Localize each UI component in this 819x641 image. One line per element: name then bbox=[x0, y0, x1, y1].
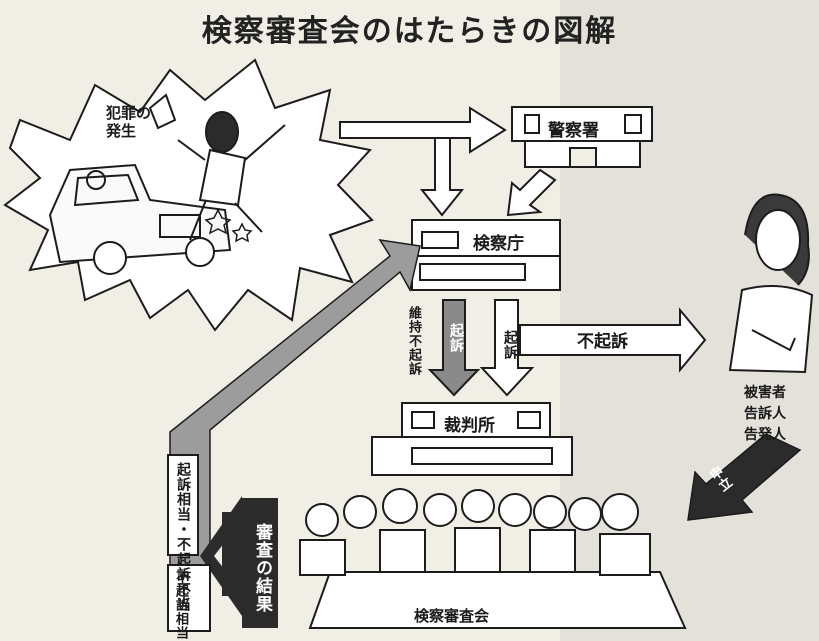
maintain-non-prosecution-label: 維持不起訴 bbox=[406, 306, 421, 376]
petition-arrow bbox=[687, 433, 802, 521]
prosecutor-office-building bbox=[411, 219, 561, 291]
impact-stars bbox=[204, 208, 253, 243]
crime-label: 犯罪の発生 bbox=[106, 104, 152, 140]
victim-role-3: 告発人 bbox=[744, 427, 786, 443]
review-result-label: 審査の結果 bbox=[252, 523, 272, 613]
prosecution-appropriate-label: 起訴相当・不起訴不当 bbox=[175, 462, 191, 612]
prosecutor-output-arrows bbox=[427, 299, 707, 397]
arrow-prosecution-dark bbox=[427, 299, 481, 397]
court-label: 裁判所 bbox=[444, 416, 495, 436]
court-building bbox=[371, 402, 573, 476]
prosecutor-label: 検察庁 bbox=[473, 234, 524, 254]
police-station-building bbox=[511, 106, 653, 168]
car-illustration bbox=[48, 163, 232, 275]
council-meeting-illustration bbox=[299, 488, 687, 629]
victim-role-1: 被害者 bbox=[744, 385, 786, 401]
arrow-crime-to-prosecutor bbox=[419, 137, 465, 217]
council-label: 検察審査会 bbox=[414, 607, 490, 625]
victim-roles: 被害者 告訴人 告発人 bbox=[725, 383, 805, 446]
crime-scene bbox=[3, 58, 374, 332]
arrow-non-prosecution bbox=[519, 307, 707, 373]
non-prosecution-label: 不起訴 bbox=[577, 332, 628, 352]
page-title: 検察審査会のはたらきの図解 bbox=[201, 14, 618, 49]
meeting-table bbox=[308, 571, 687, 629]
complainant-figure-illustration bbox=[728, 193, 814, 374]
victim-role-2: 告訴人 bbox=[744, 406, 786, 422]
arrow-prosecution bbox=[479, 299, 535, 397]
arrow-crime-to-police bbox=[339, 106, 507, 154]
victim-figure-illustration bbox=[148, 93, 286, 241]
review-result-arrowhead bbox=[200, 496, 242, 616]
outcome-box-prosecution bbox=[167, 454, 199, 556]
police-label: 警察署 bbox=[548, 121, 599, 141]
prosecution-dark-label: 起訴 bbox=[448, 323, 464, 353]
non-prosecution-appropriate-label: 不起訴相当 bbox=[173, 570, 188, 640]
prosecution-label: 起訴 bbox=[502, 330, 518, 360]
arrow-police-to-prosecutor bbox=[506, 168, 557, 217]
report-arrows bbox=[339, 106, 557, 217]
outcome-box-non-prosecution bbox=[167, 564, 211, 632]
